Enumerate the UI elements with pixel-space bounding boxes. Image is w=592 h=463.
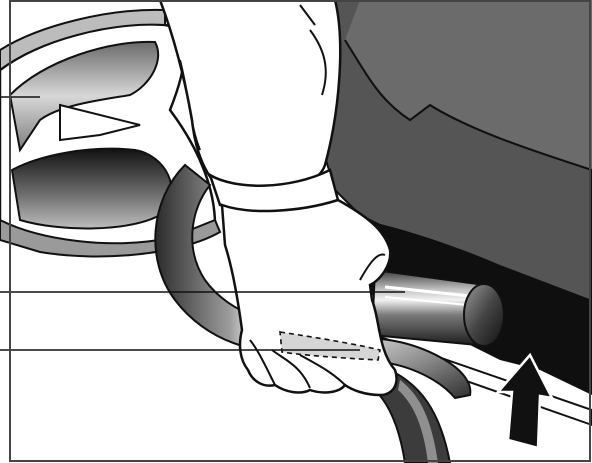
- handle-end-cap: [464, 284, 504, 346]
- seat-cushion-inner: [12, 149, 171, 229]
- hand: [222, 200, 397, 395]
